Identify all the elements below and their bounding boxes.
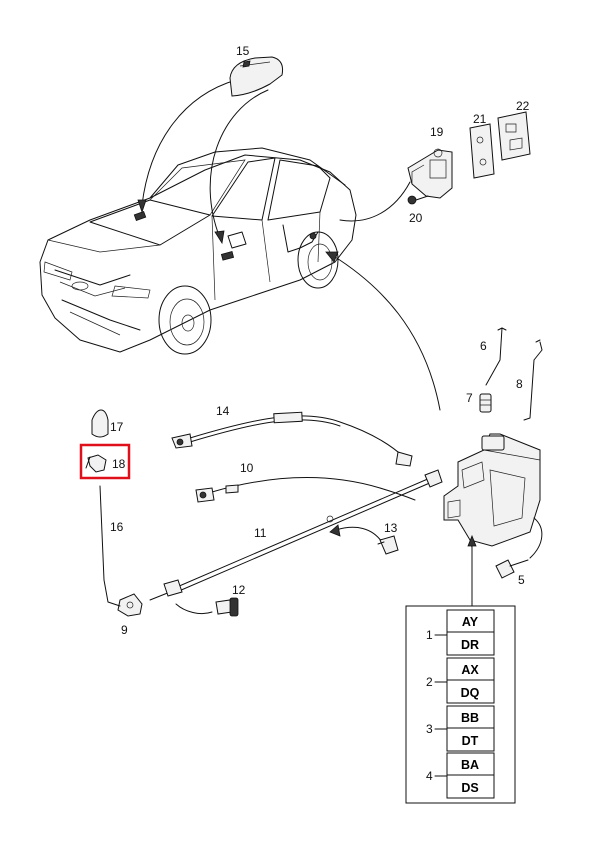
variant-row-2: 2 AX DQ xyxy=(426,657,495,704)
variant-row-3: 3 BB DT xyxy=(426,705,495,752)
label-17: 17 xyxy=(110,420,124,434)
label-7: 7 xyxy=(466,391,473,405)
arrow-car-to-hinge xyxy=(339,181,411,222)
rod-bracket xyxy=(163,579,183,597)
part-11-rod[interactable] xyxy=(149,469,443,601)
variant-index: 4 xyxy=(426,769,433,783)
arrowhead xyxy=(137,199,147,214)
label-19: 19 xyxy=(430,125,444,139)
arrow-15-to-front-handle xyxy=(141,79,237,206)
part-labels: 15 19 21 22 20 14 6 7 8 17 18 10 16 11 1… xyxy=(110,44,530,637)
label-21: 21 xyxy=(473,112,487,126)
part-15-handle[interactable] xyxy=(229,56,283,97)
arrowhead xyxy=(329,524,341,537)
variant-index: 2 xyxy=(426,675,433,689)
part-9-lever[interactable] xyxy=(117,593,143,617)
label-11: 11 xyxy=(254,526,267,540)
label-18: 18 xyxy=(112,457,126,471)
part-6-rod[interactable] xyxy=(485,327,507,386)
arrow-13 xyxy=(335,526,383,543)
highlight-box-part-18 xyxy=(79,443,131,480)
part-13-clip[interactable] xyxy=(377,535,399,555)
variant-code-bottom: DT xyxy=(462,734,479,748)
part-18-clip[interactable] xyxy=(85,454,107,473)
car-illustration xyxy=(39,147,357,355)
label-8: 8 xyxy=(516,377,523,391)
arrow-12 xyxy=(175,603,213,615)
label-15: 15 xyxy=(236,44,250,58)
variant-code-bottom: DQ xyxy=(461,686,480,700)
variant-index: 3 xyxy=(426,722,433,736)
variant-code-bottom: DR xyxy=(461,638,479,652)
part-16-rod[interactable] xyxy=(99,485,121,607)
part-14-cable[interactable] xyxy=(171,411,413,467)
variant-code-top: AY xyxy=(462,615,479,629)
part-21-plate[interactable] xyxy=(469,123,495,179)
label-6: 6 xyxy=(480,339,487,353)
variant-code-top: AX xyxy=(461,663,479,677)
label-10: 10 xyxy=(240,461,254,475)
variant-table: 1 AY DR 2 AX DQ 3 BB DT 4 xyxy=(405,605,516,804)
arrow-lock-to-car xyxy=(331,254,441,411)
variant-code-bottom: DS xyxy=(461,781,478,795)
label-22: 22 xyxy=(516,99,530,113)
part-22-shim[interactable] xyxy=(497,111,531,161)
part-7-knob[interactable] xyxy=(479,393,492,413)
part-12-bolt[interactable] xyxy=(215,597,239,617)
label-13: 13 xyxy=(384,521,398,535)
arrowhead xyxy=(214,230,225,245)
variant-index: 1 xyxy=(426,628,433,642)
label-12: 12 xyxy=(232,583,246,597)
part-5-lock-assembly[interactable] xyxy=(443,433,541,549)
arrow-to-5 xyxy=(529,517,543,559)
part-10-cable[interactable] xyxy=(195,477,416,503)
label-20: 20 xyxy=(409,211,423,225)
part-17-cap[interactable] xyxy=(91,409,109,438)
variant-row-4: 4 BA DS xyxy=(426,752,495,799)
variant-row-1: 1 AY DR xyxy=(426,609,495,656)
part-5-screw[interactable] xyxy=(495,559,529,579)
part-19-hinge[interactable] xyxy=(407,148,453,199)
part-8-rod[interactable] xyxy=(523,339,543,421)
label-5: 5 xyxy=(518,573,525,587)
variant-code-top: BB xyxy=(461,711,479,725)
variant-code-top: BA xyxy=(461,758,479,772)
label-9: 9 xyxy=(121,623,128,637)
arrowhead xyxy=(325,251,339,263)
label-14: 14 xyxy=(216,404,230,418)
arrow-15-to-door xyxy=(209,89,269,239)
part-20-bolt[interactable] xyxy=(407,195,429,205)
arrowhead xyxy=(467,534,477,547)
label-16: 16 xyxy=(110,520,124,534)
